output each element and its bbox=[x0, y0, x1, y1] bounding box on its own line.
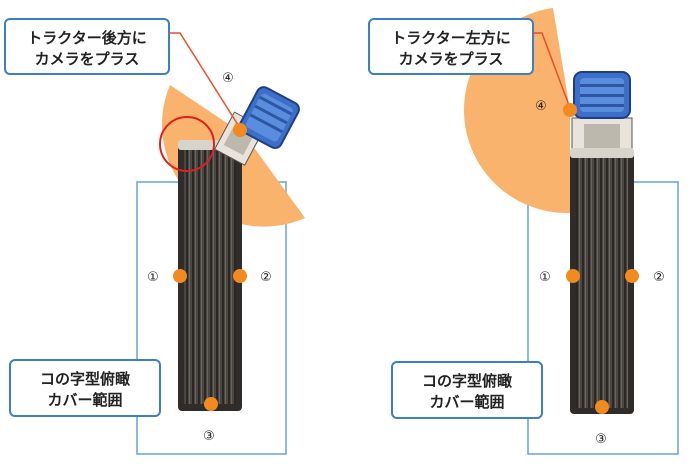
label-1: ① bbox=[147, 270, 159, 285]
camera-dot-3 bbox=[595, 400, 609, 414]
panel-rear-camera: トラクター後方に カメラをプラス ① ② ③ ④ コの字型俯瞰 カバー範囲 bbox=[4, 18, 305, 455]
leader-line bbox=[169, 32, 241, 129]
camera-dot-1 bbox=[173, 269, 187, 283]
label-3: ③ bbox=[595, 432, 607, 447]
leader-line bbox=[533, 32, 571, 109]
camera-icon bbox=[238, 86, 300, 149]
callout-line-1: トラクター左方に bbox=[391, 29, 510, 47]
callout-line-1: トラクター後方に bbox=[27, 29, 146, 47]
callout-box: トラクター後方に カメラをプラス bbox=[4, 18, 170, 75]
highlight-circle bbox=[159, 116, 215, 172]
camera-dot-2 bbox=[233, 269, 247, 283]
label-2: ② bbox=[260, 270, 272, 285]
camera-dot-1 bbox=[566, 269, 580, 283]
camera-dot-4 bbox=[563, 103, 577, 117]
label-4: ④ bbox=[535, 99, 547, 114]
coverage-box: コの字型俯瞰 カバー範囲 bbox=[391, 361, 543, 419]
label-3: ③ bbox=[203, 429, 215, 444]
callout-line-2: カメラをプラス bbox=[399, 50, 504, 68]
label-2: ② bbox=[653, 270, 665, 285]
callout-line-2: カメラをプラス bbox=[35, 50, 140, 68]
coverage-line-2: カバー範囲 bbox=[429, 393, 504, 411]
coverage-line-1: コの字型俯瞰 bbox=[422, 372, 513, 390]
coverage-line-2: カバー範囲 bbox=[47, 391, 122, 409]
callout-box: トラクター左方に カメラをプラス bbox=[368, 18, 534, 75]
camera-dot-3 bbox=[204, 397, 218, 411]
label-1: ① bbox=[539, 270, 551, 285]
coverage-line-1: コの字型俯瞰 bbox=[40, 370, 131, 388]
coverage-box: コの字型俯瞰 カバー範囲 bbox=[9, 359, 161, 417]
camera-icon bbox=[573, 71, 631, 119]
tractor-icon bbox=[178, 111, 266, 411]
camera-dot-4 bbox=[233, 123, 247, 137]
label-4: ④ bbox=[222, 71, 234, 86]
panel-left-camera: トラクター左方に カメラをプラス ① ② ③ ④ コの字型俯瞰 カバー範囲 bbox=[368, 8, 679, 455]
tractor-icon bbox=[570, 117, 634, 414]
camera-dot-2 bbox=[625, 269, 639, 283]
